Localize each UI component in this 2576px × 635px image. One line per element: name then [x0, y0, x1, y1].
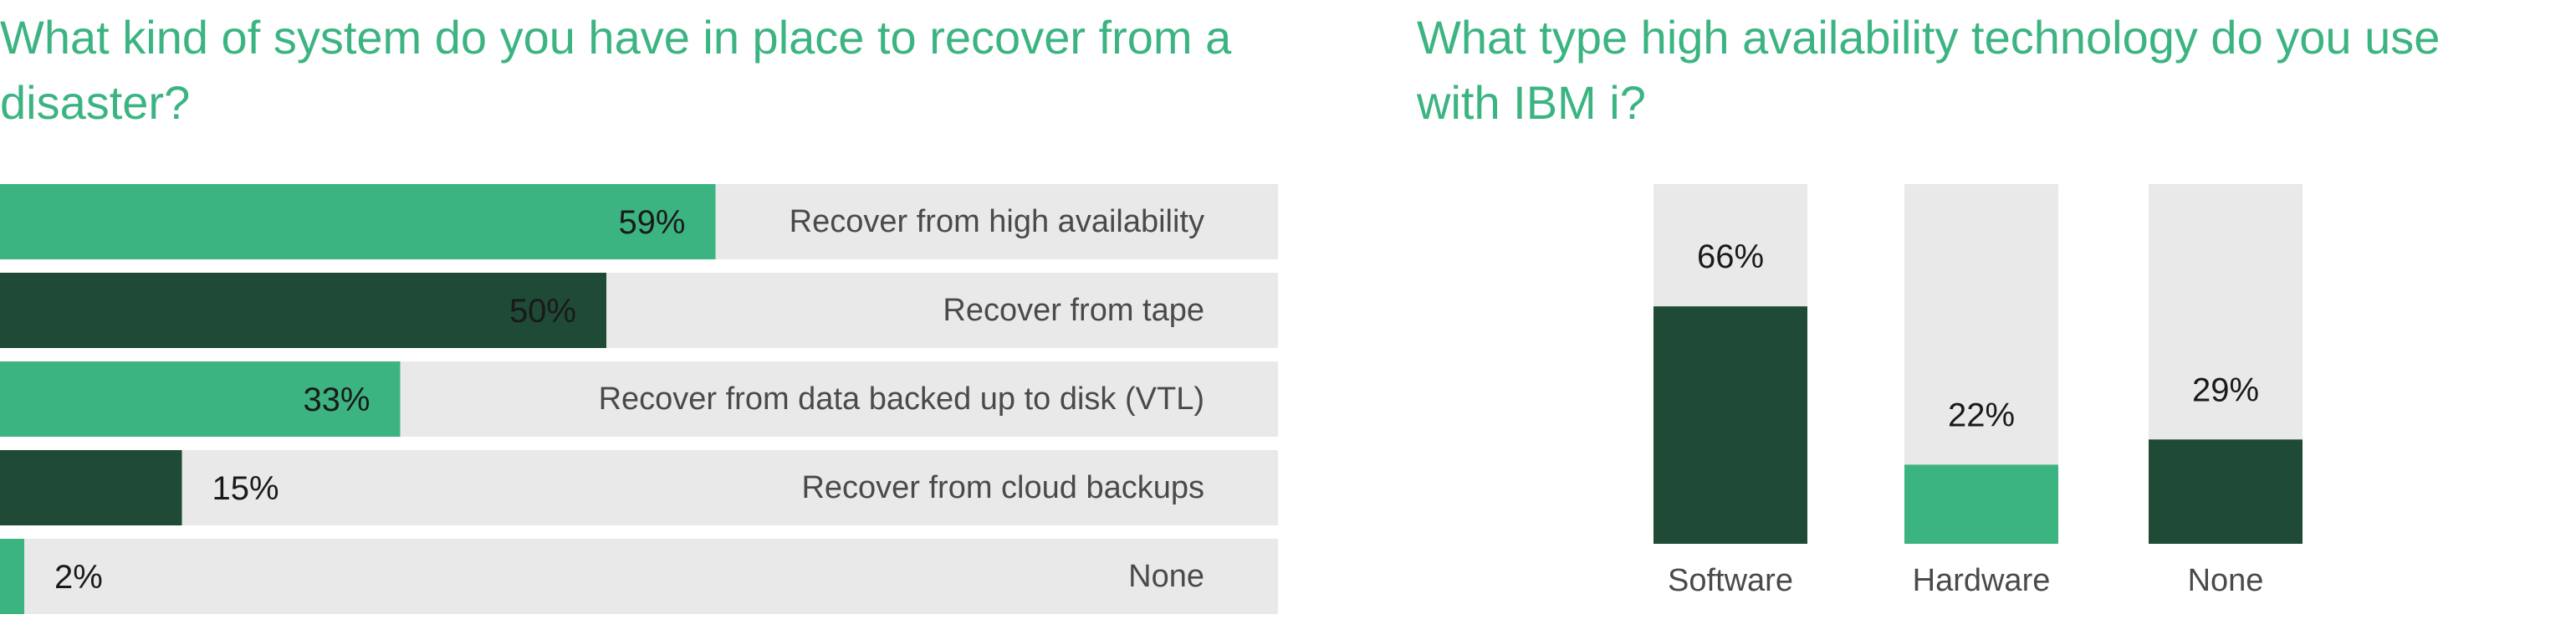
column-category-label-software: Software	[1668, 563, 1793, 598]
bar-track-none	[0, 539, 1278, 614]
column-category-label-hardware: Hardware	[1913, 563, 2051, 598]
bar-recover-from-tape	[0, 273, 606, 348]
column-hardware	[1904, 464, 2058, 544]
category-label-recover-from-high-availability: Recover from high availability	[790, 204, 1204, 239]
value-label-none: 2%	[54, 559, 103, 596]
value-label-recover-from-data-backed-up-to-disk-vtl: 33%	[303, 382, 370, 418]
category-label-recover-from-data-backed-up-to-disk-vtl: Recover from data backed up to disk (VTL…	[599, 382, 1204, 417]
column-value-label-none: 29%	[2192, 371, 2259, 408]
value-label-recover-from-cloud-backups: 15%	[212, 470, 279, 507]
bar-recover-from-high-availability	[0, 184, 716, 259]
column-value-label-software: 66%	[1697, 238, 1764, 275]
bar-recover-from-data-backed-up-to-disk-vtl	[0, 361, 401, 437]
bar-none	[0, 539, 24, 614]
right-chart-title: What type high availability technology d…	[1417, 11, 2441, 129]
category-label-recover-from-cloud-backups: Recover from cloud backups	[801, 470, 1204, 505]
bar-recover-from-cloud-backups	[0, 450, 182, 525]
ha-technology-bar-chart: 66% Software 22% Hardware 29% None	[1653, 184, 2303, 598]
bar-track-recover-from-cloud-backups	[0, 450, 1278, 525]
value-label-recover-from-tape: 50%	[509, 293, 576, 330]
column-category-label-none: None	[2188, 563, 2264, 598]
value-label-recover-from-high-availability: 59%	[618, 204, 685, 241]
column-software	[1653, 306, 1807, 544]
column-value-label-hardware: 22%	[1948, 397, 2015, 433]
disaster-recovery-bar-chart: 59% Recover from high availability 50% Reco…	[0, 184, 1278, 614]
category-label-recover-from-tape: Recover from tape	[943, 293, 1204, 328]
category-label-none: None	[1128, 559, 1204, 594]
column-none	[2149, 439, 2303, 544]
left-chart-title: What kind of system do you have in place…	[0, 11, 1232, 129]
